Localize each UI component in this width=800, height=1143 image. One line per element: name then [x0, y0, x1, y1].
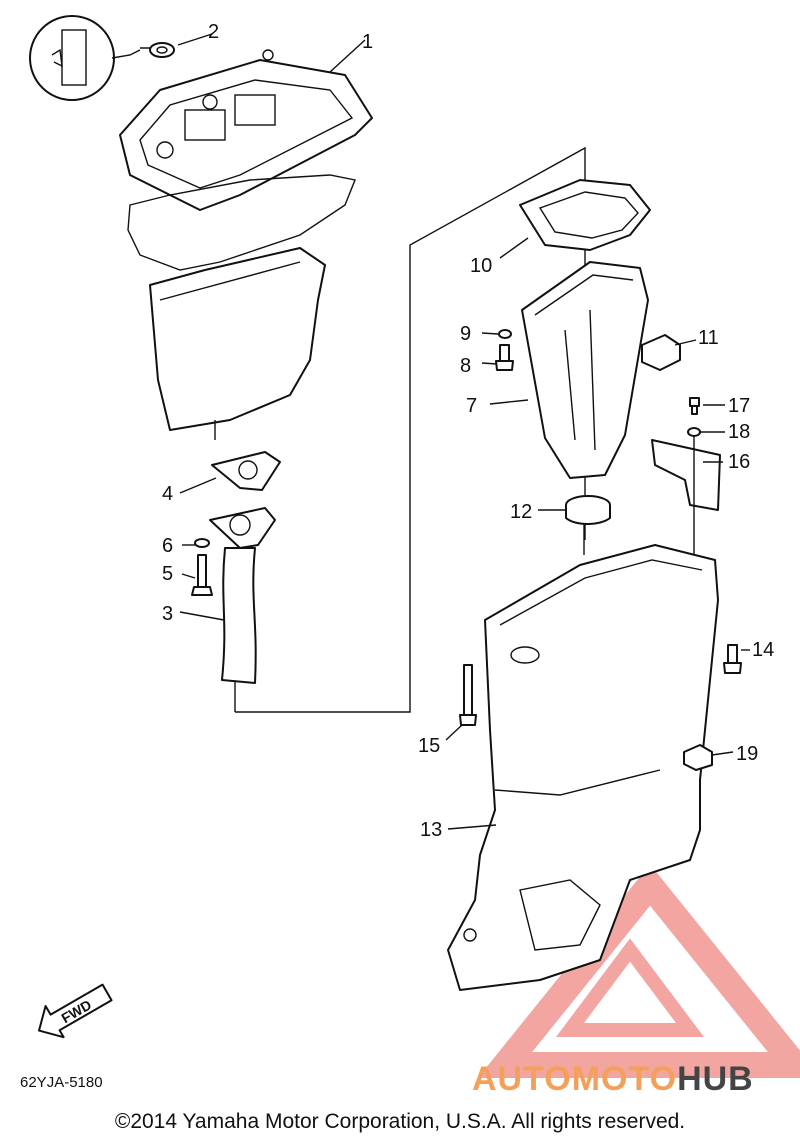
part-7-oil-pan — [521, 261, 649, 479]
drawing-code: 62YJA-5180 — [20, 1074, 103, 1091]
upper-gasket — [127, 174, 356, 271]
part-8-bolt — [495, 344, 514, 371]
fwd-arrow-icon: FWD — [38, 983, 113, 1039]
part-19-clip — [683, 744, 713, 771]
part-4-gasket — [211, 451, 281, 491]
callout-10: 10 — [470, 255, 492, 277]
callout-8: 8 — [460, 355, 471, 377]
part-17-screw — [689, 397, 700, 415]
callout-2: 2 — [208, 21, 219, 43]
part-12-seal — [565, 495, 611, 525]
part-2-washer — [149, 42, 175, 58]
callout-16: 16 — [728, 451, 750, 473]
callout-7: 7 — [466, 395, 477, 417]
callout-1: 1 — [362, 31, 373, 53]
callout-17: 17 — [728, 395, 750, 417]
callout-4: 4 — [162, 483, 173, 505]
watermark-logo — [477, 864, 800, 1078]
watermark-part-2: HUB — [677, 1060, 754, 1098]
callout-15: 15 — [418, 735, 440, 757]
callout-numbers: 1 2 3 4 5 6 7 8 9 10 11 12 13 14 15 16 1… — [162, 21, 774, 841]
exhaust-guide — [149, 247, 326, 440]
callout-11: 11 — [698, 327, 719, 349]
callout-13: 13 — [420, 819, 442, 841]
watermark-part-1: AUTOMOTO — [472, 1060, 678, 1098]
inset-detail — [29, 15, 150, 101]
callout-3: 3 — [162, 603, 173, 625]
copyright-notice: ©2014 Yamaha Motor Corporation, U.S.A. A… — [114, 1110, 686, 1133]
callout-6: 6 — [162, 535, 173, 557]
callout-14: 14 — [752, 639, 774, 661]
callout-18: 18 — [728, 421, 750, 443]
callout-9: 9 — [460, 323, 471, 345]
part-1-upper-plate — [119, 49, 373, 211]
callout-5: 5 — [162, 563, 173, 585]
part-13-upper-casing — [447, 544, 719, 991]
watermark-text: AUTOMOTOHUB — [472, 1060, 754, 1099]
part-5-bolt — [191, 554, 213, 596]
part-11-grommet — [641, 334, 681, 371]
part-3-exhaust-pipe — [209, 507, 276, 684]
part-18-washer — [687, 427, 701, 437]
part-9-washer — [498, 329, 512, 339]
leader-lines — [177, 33, 750, 830]
part-6-washer — [194, 538, 210, 548]
part-10-gasket — [519, 179, 651, 251]
part-16-bracket — [651, 439, 721, 511]
part-14-bolt — [723, 644, 742, 674]
callout-12: 12 — [510, 501, 532, 523]
callout-19: 19 — [736, 743, 758, 765]
part-15-bolt — [459, 664, 477, 726]
